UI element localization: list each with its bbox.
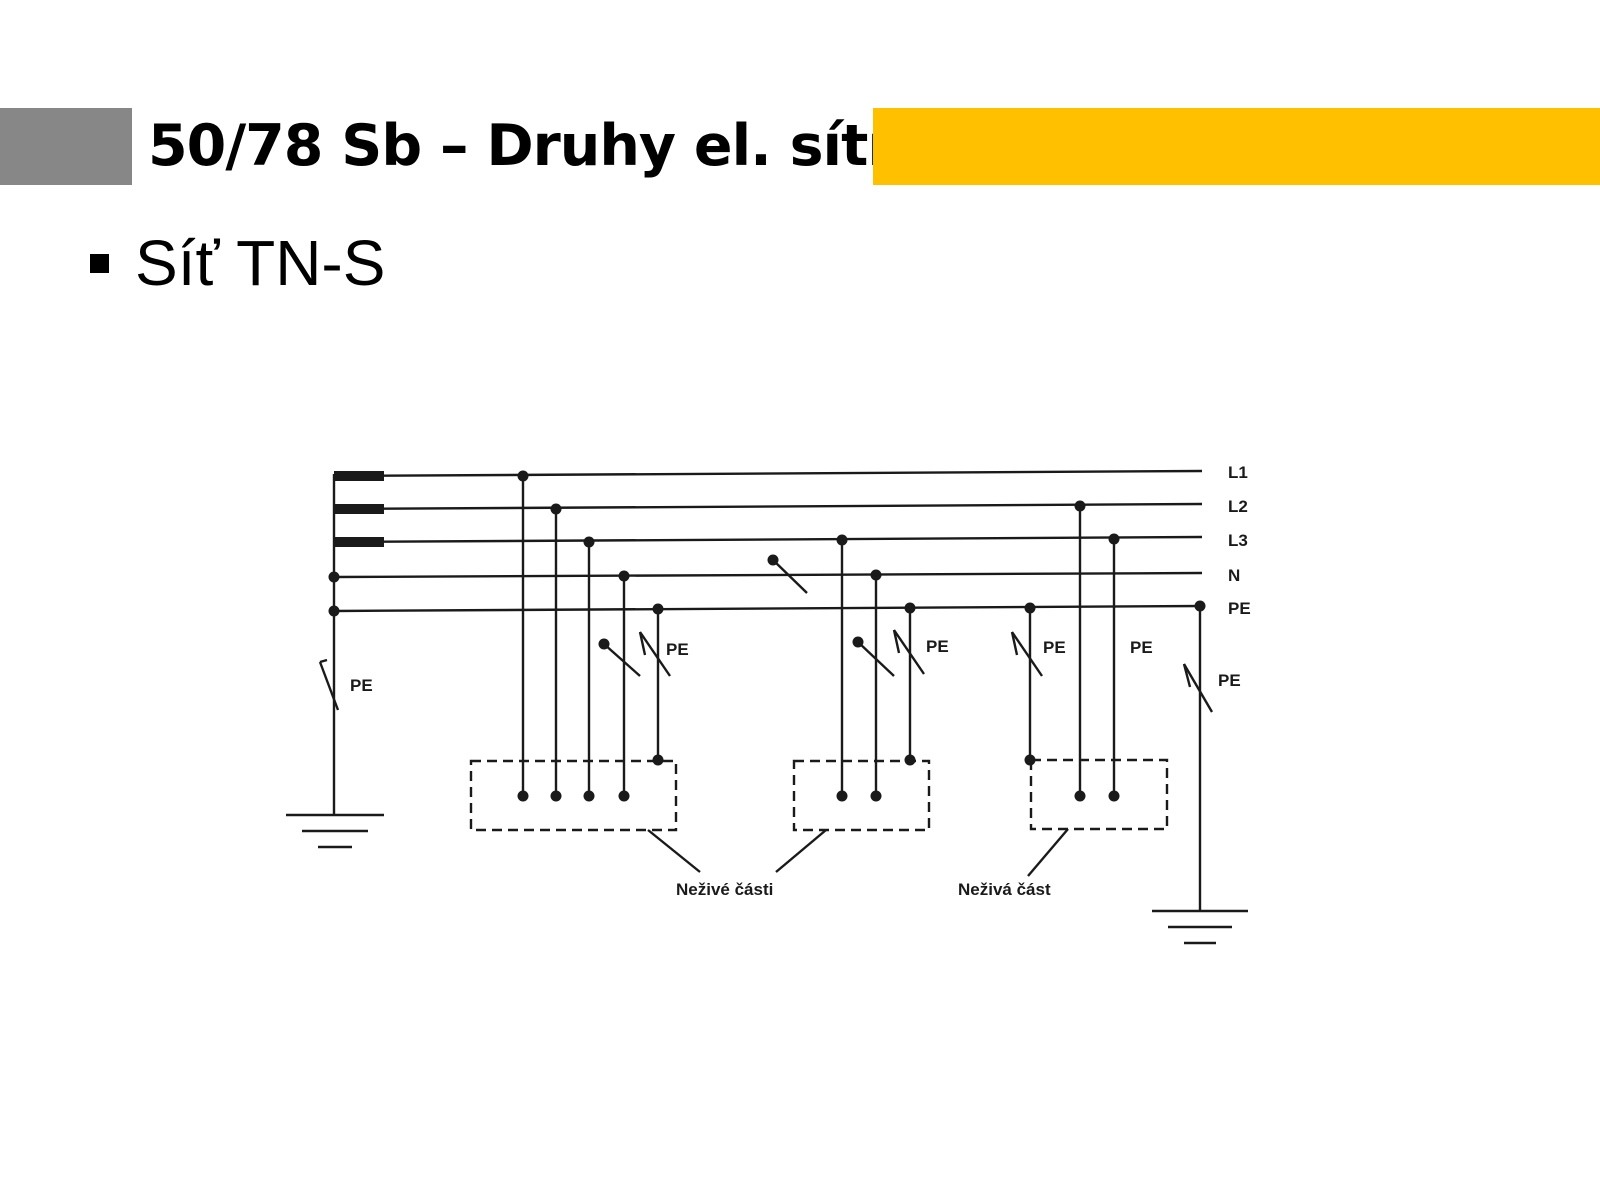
label-pe-right: PE xyxy=(1218,671,1241,690)
title-accent-bar xyxy=(873,108,1600,185)
conductor-pe-line xyxy=(333,604,1203,613)
label-n: N xyxy=(1228,566,1240,585)
bullet-text: Síť TN-S xyxy=(135,227,386,299)
label-pe-eq3: PE xyxy=(1043,638,1066,657)
label-pe-source: PE xyxy=(350,676,373,695)
switch-eq2-icon xyxy=(857,641,895,677)
n-break-icon xyxy=(772,559,808,594)
conductor-n-line xyxy=(333,571,1203,579)
label-pe-eq3b: PE xyxy=(1130,638,1153,657)
square-bullet-icon xyxy=(90,253,109,273)
label-pe-eq2: PE xyxy=(926,637,949,656)
label-l1: L1 xyxy=(1228,463,1248,482)
switch-eq1-icon xyxy=(603,643,641,677)
title-left-bar xyxy=(0,108,132,185)
caption-exposed-part: Neživá část xyxy=(958,880,1051,899)
equipment-3-box xyxy=(1029,758,1169,831)
conductor-l2-line xyxy=(333,502,1203,511)
label-pe-bus: PE xyxy=(1228,599,1251,618)
equipment-1-box xyxy=(469,759,678,832)
pe-marker-eq2-icon xyxy=(893,629,925,675)
pe-marker-right-icon xyxy=(1182,663,1214,713)
label-l2: L2 xyxy=(1228,497,1248,516)
caption-exposed-parts: Neživé části xyxy=(676,880,773,899)
pe-marker-eq3-icon xyxy=(1011,631,1043,677)
conductor-l1-line xyxy=(333,469,1203,478)
label-l3: L3 xyxy=(1228,531,1248,550)
source-winding-l1 xyxy=(334,471,384,481)
equipment-2-box xyxy=(792,759,931,832)
source-winding-l2 xyxy=(334,504,384,514)
slide-title: 50/78 Sb – Druhy el. sítí xyxy=(148,113,887,179)
label-pe-eq1: PE xyxy=(666,640,689,659)
source-winding-l3 xyxy=(334,537,384,547)
pe-marker-eq1-icon xyxy=(639,631,671,677)
bullet-item: Síť TN-S xyxy=(90,227,386,299)
source-pe-marker-icon xyxy=(318,661,340,711)
conductor-l3-line xyxy=(333,535,1203,544)
